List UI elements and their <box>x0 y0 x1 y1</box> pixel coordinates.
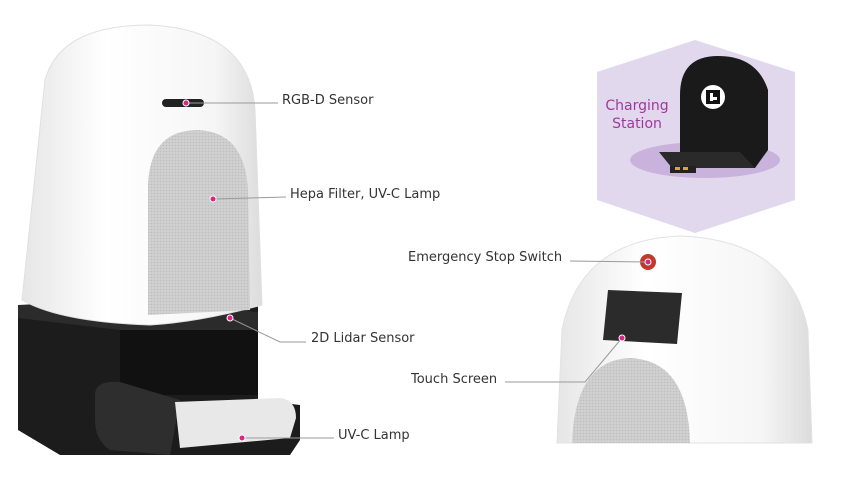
hepa-filter-mesh <box>148 130 250 315</box>
touch-screen <box>603 290 682 344</box>
station-plate <box>659 152 755 168</box>
charging-label-line2: Station <box>612 116 662 132</box>
charging-station-panel <box>597 40 795 233</box>
uvc-lamp-housing <box>175 398 296 448</box>
callout-dots <box>182 99 652 442</box>
label-emergency-stop: Emergency Stop Switch <box>408 250 563 265</box>
label-touch-screen: Touch Screen <box>411 372 498 387</box>
wheel-housing <box>95 381 180 455</box>
robot-front-view <box>556 235 813 444</box>
charging-label-line1: Charging <box>605 98 669 114</box>
label-rgbd-sensor: RGB-D Sensor <box>282 93 374 108</box>
label-uvc-lamp: UV-C Lamp <box>338 428 410 443</box>
label-hepa-filter: Hepa Filter, UV-C Lamp <box>290 187 441 202</box>
leader-lines <box>186 102 649 439</box>
front-filter-mesh <box>572 358 690 443</box>
label-lidar-sensor: 2D Lidar Sensor <box>311 331 415 346</box>
charging-station-label: Charging Station <box>602 97 672 133</box>
station-body <box>680 56 768 168</box>
robot-side-view <box>18 24 300 455</box>
